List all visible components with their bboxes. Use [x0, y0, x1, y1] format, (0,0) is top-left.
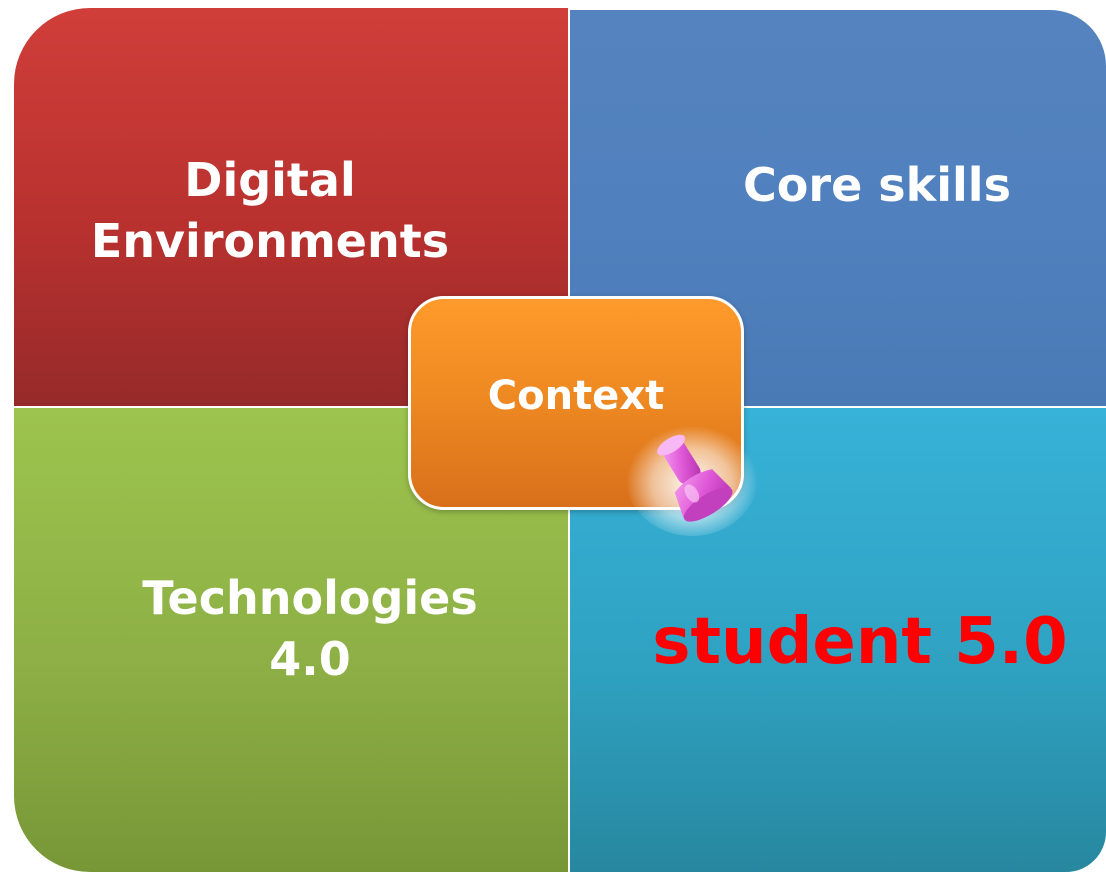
quadrant-technologies-label: Technologies 4.0	[100, 568, 520, 690]
quadrant-core-skills-label: Core skills	[743, 158, 1011, 212]
digital-label-line1: Digital	[184, 153, 356, 207]
context-label: Context	[487, 373, 665, 419]
quadrant-digital-environments-label: Digital Environments	[40, 150, 500, 272]
technologies-label-line2: 4.0	[269, 632, 351, 687]
pushpin-icon	[626, 420, 758, 536]
quadrant-student-label: student 5.0	[652, 605, 1068, 679]
technologies-label-line1: Technologies	[142, 571, 478, 625]
digital-label-line2: Environments	[90, 214, 450, 269]
